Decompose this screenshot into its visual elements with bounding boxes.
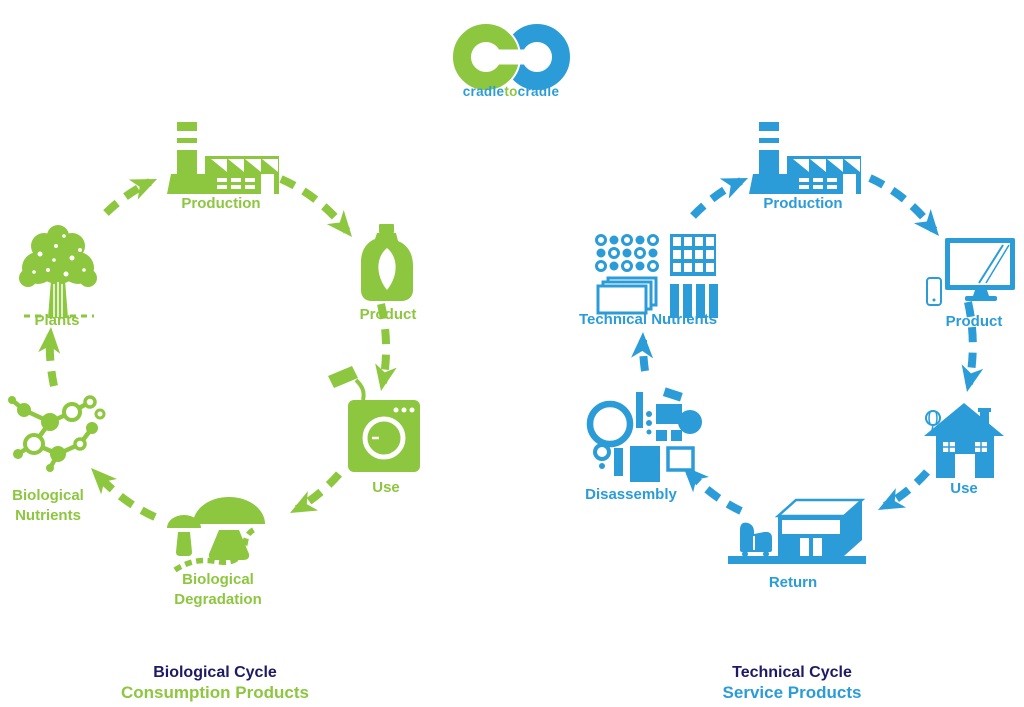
stage-label-production: Production (763, 195, 842, 212)
tree-icon (19, 225, 97, 318)
technical-cycle-arrows (631, 167, 984, 520)
logo-word-cradle-2: cradle (518, 84, 560, 99)
biological-cycle: Production Product Use Biolo (8, 122, 420, 702)
arc-nutrients-to-plants (45, 334, 58, 387)
arrowhead-icon (956, 364, 984, 395)
stage-label-disassembly: Disassembly (585, 486, 677, 503)
stage-label-return: Return (769, 574, 817, 591)
factory-icon (749, 122, 861, 194)
arc-product-to-use (964, 301, 977, 385)
logo-word-cradle-1: cradle (463, 84, 505, 99)
biological-cycle-caption-title: Biological Cycle (153, 664, 277, 681)
logo-word-to: to (504, 84, 517, 99)
molecules-icon (8, 395, 106, 472)
biological-cycle-caption-subtitle: Consumption Products (121, 683, 309, 702)
return-box-icon (728, 498, 866, 564)
technical-cycle: Production Product (579, 122, 1015, 702)
logo-wordmark: cradletocradle (463, 84, 560, 99)
arrowhead-icon (631, 331, 654, 359)
stage-label-degradation-line2: Degradation (174, 591, 262, 608)
technical-cycle-caption-title: Technical Cycle (732, 664, 852, 681)
stage-label-nutrients-line1: Biological (12, 487, 84, 504)
biological-cycle-arrows (38, 168, 397, 523)
stage-label-product: Product (360, 306, 417, 323)
arc-product-to-use (377, 303, 391, 384)
materials-icon (595, 234, 718, 318)
arc-degradation-to-nutrients (93, 471, 157, 521)
disassembly-parts-icon (586, 387, 702, 482)
worm-icon (173, 526, 257, 573)
stage-label-use: Use (372, 479, 400, 496)
stage-label-plants: Plants (34, 312, 79, 329)
arc-production-to-product (868, 174, 938, 233)
stage-label-product: Product (946, 313, 1003, 330)
tv-icon (926, 238, 1015, 306)
phone-icon (926, 277, 942, 306)
stage-label-production: Production (181, 195, 260, 212)
washing-machine-icon (328, 366, 420, 472)
stage-label-degradation-line1: Biological (182, 571, 254, 588)
detergent-bottle-icon (361, 224, 413, 301)
cradle-to-cradle-logo: cradletocradle (451, 22, 570, 99)
stage-label-use: Use (950, 480, 978, 497)
armchair-icon (740, 522, 772, 557)
house-icon (924, 403, 1004, 478)
stage-label-technical-nutrients: Technical Nutrients (579, 311, 717, 328)
factory-icon (167, 122, 279, 194)
technical-cycle-caption-subtitle: Service Products (723, 683, 862, 702)
stage-label-nutrients-line2: Nutrients (15, 507, 81, 524)
mushrooms-icon (167, 497, 265, 573)
balloon-icon (925, 410, 941, 426)
